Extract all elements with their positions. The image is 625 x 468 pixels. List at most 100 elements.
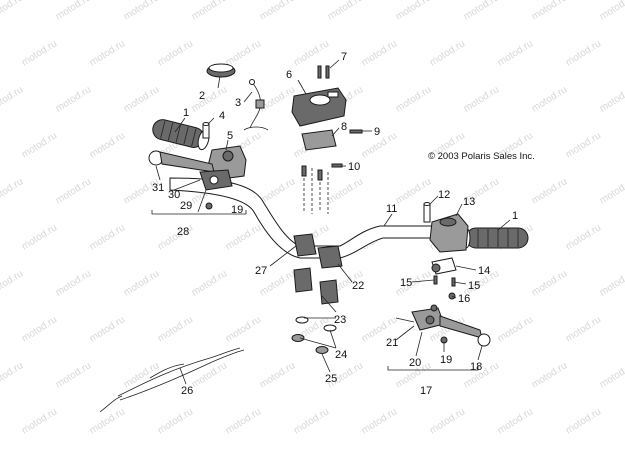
callout-11: 11 (386, 203, 397, 215)
callout-1-left: 1 (183, 107, 189, 119)
screws-15-16 (433, 275, 456, 300)
callout-25: 25 (325, 373, 337, 385)
watermark-40: motod.ru (0, 176, 25, 206)
watermark-53: motod.ru (224, 222, 263, 252)
leader-lines (155, 59, 511, 385)
watermark-15: motod.ru (360, 38, 399, 68)
watermark-0: motod.ru (0, 0, 25, 23)
watermark-27: motod.ru (462, 84, 501, 114)
watermark-92: motod.ru (156, 406, 195, 436)
callout-4: 4 (219, 110, 225, 122)
watermark-7: motod.ru (462, 0, 501, 23)
watermark-69: motod.ru (598, 268, 625, 298)
right-brake-assembly (395, 304, 491, 347)
watermark-80: motod.ru (0, 360, 25, 390)
left-lever-bracket (199, 169, 233, 191)
cap (206, 63, 236, 78)
watermark-17: motod.ru (496, 38, 535, 68)
watermark-84: motod.ru (258, 360, 297, 390)
watermark-63: motod.ru (190, 268, 229, 298)
callout-31: 31 (152, 182, 164, 194)
watermark-60: motod.ru (0, 268, 25, 298)
watermark-28: motod.ru (530, 84, 569, 114)
watermark-13: motod.ru (224, 38, 263, 68)
switch-housing (291, 87, 347, 127)
group-brackets (151, 210, 479, 371)
watermark-81: motod.ru (54, 360, 93, 390)
watermark-24: motod.ru (258, 84, 297, 114)
watermark-4: motod.ru (258, 0, 297, 23)
watermark-50: motod.ru (20, 222, 59, 252)
watermark-77: motod.ru (496, 314, 535, 344)
watermark-95: motod.ru (360, 406, 399, 436)
callout-19-left: 19 (231, 204, 243, 216)
watermark-26: motod.ru (394, 84, 433, 114)
callout-2: 2 (199, 90, 205, 102)
callout-24: 24 (335, 349, 347, 361)
left-screw (205, 202, 213, 210)
watermark-71: motod.ru (88, 314, 127, 344)
pin-12 (423, 202, 431, 223)
callout-15-left: 15 (400, 277, 412, 289)
callout-5: 5 (227, 130, 233, 142)
watermark-2: motod.ru (122, 0, 161, 23)
cable-assembly (243, 79, 269, 131)
mount-bolts (301, 165, 329, 214)
watermark-layer: motod.ru motod.ru motod.ru motod.ru motod.ru… (0, 0, 625, 437)
watermark-91: motod.ru (88, 406, 127, 436)
watermark-30: motod.ru (20, 130, 59, 160)
watermark-49: motod.ru (598, 176, 625, 206)
callout-14: 14 (478, 265, 490, 277)
watermark-61: motod.ru (54, 268, 93, 298)
right-grip (461, 227, 529, 249)
watermark-20: motod.ru (0, 84, 25, 114)
callout-12: 12 (438, 189, 450, 201)
watermark-88: motod.ru (530, 360, 569, 390)
callout-27: 27 (255, 265, 267, 277)
callout-15-right: 15 (468, 280, 480, 292)
callout-30: 30 (168, 189, 180, 201)
watermark-68: motod.ru (530, 268, 569, 298)
thumb-switch (431, 257, 457, 275)
callout-18: 18 (470, 361, 482, 373)
watermark-5: motod.ru (326, 0, 365, 23)
watermark-38: motod.ru (564, 130, 603, 160)
watermark-31: motod.ru (88, 130, 127, 160)
watermark-21: motod.ru (54, 84, 93, 114)
watermark-1: motod.ru (54, 0, 93, 23)
copyright-text: © 2003 Polaris Sales Inc. (428, 151, 535, 162)
callout-8: 8 (341, 121, 347, 133)
watermark-96: motod.ru (428, 406, 467, 436)
callout-29: 29 (180, 200, 192, 212)
watermark-70: motod.ru (20, 314, 59, 344)
watermark-10: motod.ru (20, 38, 59, 68)
callout-19-right: 19 (440, 354, 452, 366)
callout-1-right: 1 (512, 210, 518, 222)
watermark-72: motod.ru (156, 314, 195, 344)
callout-28: 28 (177, 226, 189, 238)
callouts: 1 2 3 4 5 6 7 8 9 10 11 12 13 1 14 15 15… (152, 51, 518, 397)
lower-clamps (293, 267, 339, 305)
callout-9: 9 (374, 126, 380, 138)
watermark-94: motod.ru (292, 406, 331, 436)
watermark-98: motod.ru (564, 406, 603, 436)
washers-nuts (291, 316, 337, 354)
watermark-51: motod.ru (88, 222, 127, 252)
watermark-89: motod.ru (598, 360, 625, 390)
watermark-41: motod.ru (54, 176, 93, 206)
watermark-97: motod.ru (496, 406, 535, 436)
callout-21: 21 (386, 337, 398, 349)
callout-23: 23 (334, 314, 346, 326)
watermark-93: motod.ru (224, 406, 263, 436)
watermark-9: motod.ru (598, 0, 625, 23)
watermark-22: motod.ru (122, 84, 161, 114)
watermark-12: motod.ru (156, 38, 195, 68)
watermark-90: motod.ru (20, 406, 59, 436)
callout-3: 3 (235, 97, 241, 109)
watermark-16: motod.ru (428, 38, 467, 68)
switch-screws (317, 65, 330, 79)
callout-13: 13 (463, 196, 475, 208)
left-brake-lever (148, 150, 215, 173)
watermark-14: motod.ru (292, 38, 331, 68)
